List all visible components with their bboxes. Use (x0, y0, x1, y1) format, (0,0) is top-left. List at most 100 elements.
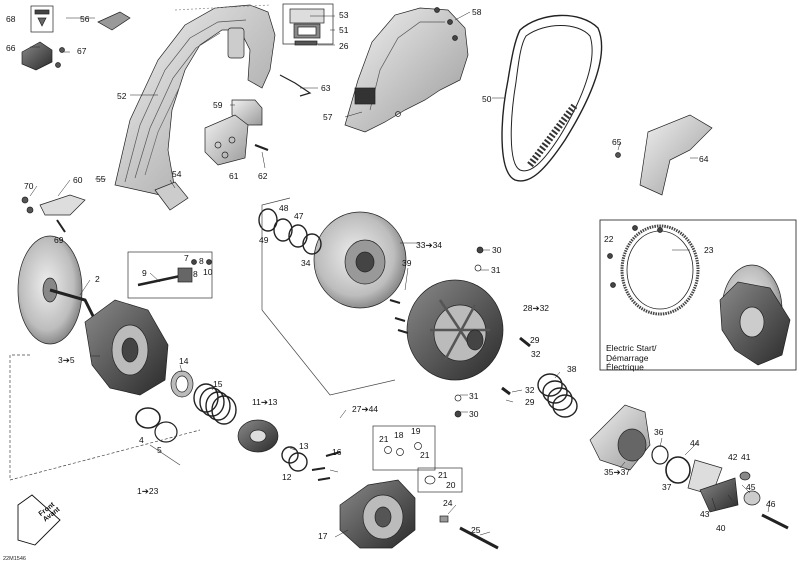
callout-60: 60 (73, 175, 83, 185)
callout-67: 67 (77, 46, 87, 56)
callout-40: 40 (716, 523, 726, 533)
belt-guard-part (114, 4, 276, 196)
callout-39: 39 (402, 258, 412, 268)
callout-43: 43 (700, 509, 710, 519)
callout-8-b: 8 (193, 269, 198, 279)
callout-63: 63 (321, 83, 331, 93)
bracket-part-56 (97, 11, 131, 31)
callout-47: 47 (294, 211, 304, 221)
callout-27-44: 27➔44 (352, 404, 379, 414)
callout-5: 5 (157, 445, 162, 455)
callout-35-37: 35➔37 (604, 467, 631, 477)
callout-46: 46 (766, 499, 776, 509)
callout-15: 15 (213, 379, 223, 389)
electric-start-line-3: Électrique (606, 362, 644, 372)
callout-12: 12 (282, 472, 292, 482)
electric-start-line-1: Electric Start/ (606, 343, 657, 353)
movable-sheave-part (406, 279, 504, 381)
callout-19: 19 (411, 426, 421, 436)
callout-30-top: 30 (492, 245, 502, 255)
callout-25: 25 (471, 525, 481, 535)
washer-part-4 (135, 407, 161, 429)
callout-11-13: 11➔13 (252, 397, 278, 407)
callout-13: 13 (299, 441, 309, 451)
electric-start-caption: Electric Start/ Démarrage Électrique (606, 343, 657, 373)
callout-51: 51 (339, 25, 349, 35)
callout-8-a: 8 (199, 256, 204, 266)
fixed-sheave-part (17, 235, 97, 345)
spring-part-15 (193, 383, 237, 425)
callout-14: 14 (179, 356, 189, 366)
bolt-part-25 (459, 526, 499, 550)
callout-55: 55 (96, 174, 106, 184)
bracket-part-66 (21, 41, 53, 71)
callout-32-top: 32 (531, 349, 541, 359)
callout-69: 69 (54, 235, 64, 245)
callout-21-b: 21 (420, 450, 430, 460)
callout-16: 16 (332, 447, 342, 457)
electric-start-pulley-part (719, 264, 791, 366)
bolt-part-46 (761, 513, 789, 530)
callout-31-bottom: 31 (469, 391, 479, 401)
cam-part (589, 404, 651, 471)
callout-9: 9 (142, 268, 147, 278)
driven-sheave-part (313, 211, 407, 309)
callout-10: 10 (203, 267, 213, 277)
callout-29-bottom: 29 (525, 397, 535, 407)
callout-48: 48 (279, 203, 289, 213)
electric-start-box (599, 219, 797, 371)
callout-37: 37 (662, 482, 672, 492)
spring-part-38 (537, 373, 578, 418)
callout-28-32: 28➔32 (523, 303, 550, 313)
callout-31-top: 31 (491, 265, 501, 275)
washer-kit-box (417, 467, 463, 493)
callout-62: 62 (258, 171, 268, 181)
drive-belt-part (501, 14, 603, 182)
callout-45: 45 (746, 482, 756, 492)
electric-start-line-2: Démarrage (606, 352, 649, 363)
callout-32-bottom: 32 (525, 385, 535, 395)
governor-cup-part (339, 479, 416, 549)
callout-38: 38 (567, 364, 577, 374)
front-arrow-icon (17, 494, 61, 546)
callout-22: 22 (604, 234, 614, 244)
bracket-part-54 (154, 181, 189, 211)
callout-53: 53 (339, 10, 349, 20)
bracket-part-61 (204, 114, 249, 166)
callout-64: 64 (699, 154, 709, 164)
callout-7: 7 (184, 253, 189, 263)
callout-33-34: 33➔34 (416, 240, 443, 250)
callout-21-a: 21 (379, 434, 389, 444)
roller-kit-box (127, 251, 213, 299)
bracket-part-64 (639, 114, 713, 196)
callout-70: 70 (24, 181, 34, 191)
callout-20: 20 (446, 480, 456, 490)
callout-54: 54 (172, 169, 182, 179)
callout-1-23: 1➔23 (137, 486, 159, 496)
callout-4: 4 (139, 435, 144, 445)
diagram-code: 22M1546 (3, 556, 26, 562)
upper-guard-part (344, 7, 469, 133)
callout-61: 61 (229, 171, 239, 181)
callout-24: 24 (443, 498, 453, 508)
ring-part-13 (281, 446, 299, 464)
callout-57: 57 (323, 112, 333, 122)
callout-34: 34 (301, 258, 311, 268)
callout-36: 36 (654, 427, 664, 437)
spider-part (237, 419, 279, 453)
callout-66: 66 (6, 43, 16, 53)
cable-part-63 (279, 74, 312, 97)
callout-50: 50 (482, 94, 492, 104)
callout-3-5: 3➔5 (58, 355, 75, 365)
bracket-part-60 (39, 194, 86, 216)
callout-30-bottom: 30 (469, 409, 479, 419)
callout-17: 17 (318, 531, 328, 541)
callout-44: 44 (690, 438, 700, 448)
callout-65: 65 (612, 137, 622, 147)
callout-29-top: 29 (530, 335, 540, 345)
callout-23: 23 (704, 245, 714, 255)
callout-49: 49 (259, 235, 269, 245)
callout-59: 59 (213, 100, 223, 110)
callout-26: 26 (339, 41, 349, 51)
